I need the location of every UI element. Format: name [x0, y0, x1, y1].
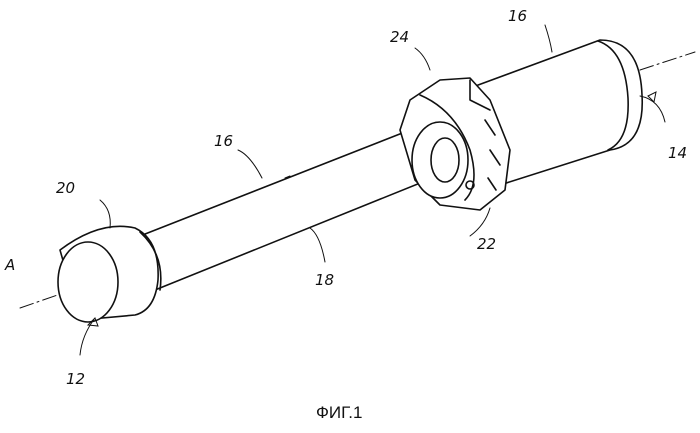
- label-24: 24: [390, 28, 409, 46]
- tip: [58, 226, 161, 322]
- label-22: 22: [477, 235, 496, 253]
- figure-caption: ФИГ.1: [316, 403, 362, 422]
- label-16-left: 16: [214, 132, 233, 150]
- label-18: 18: [315, 271, 334, 289]
- shaft: [140, 130, 440, 290]
- label-20: 20: [56, 179, 75, 197]
- label-14: 14: [668, 144, 687, 162]
- label-12: 12: [66, 370, 85, 388]
- label-16-right: 16: [508, 7, 527, 25]
- label-axis-a: A: [4, 256, 15, 274]
